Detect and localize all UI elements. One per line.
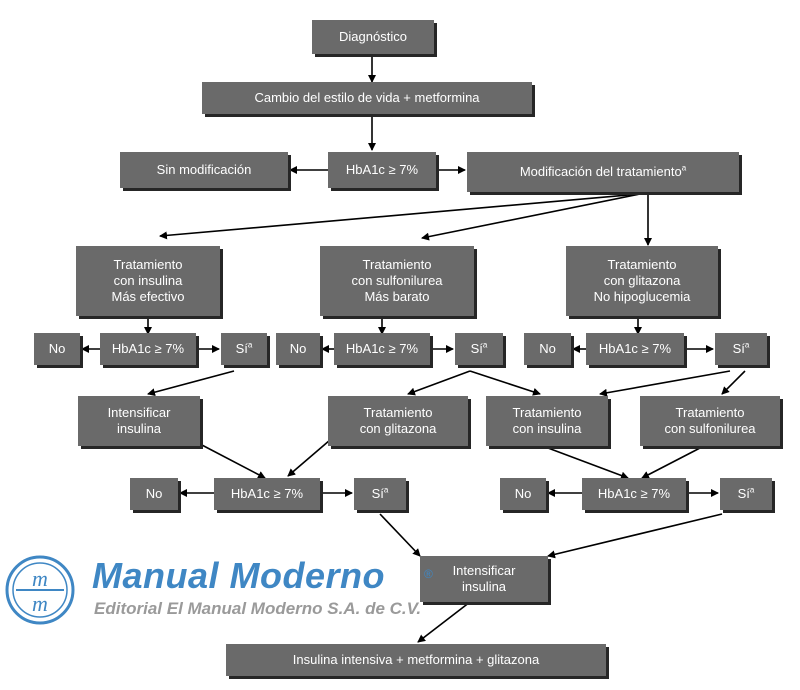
- node-si-left: Sía: [221, 333, 267, 365]
- arrow-intensificar-to-final: [417, 601, 471, 643]
- node-no-mid: No: [276, 333, 320, 365]
- arrow-si-mid-to-insulina: [469, 370, 541, 396]
- node-trat-con-insulina: Tratamiento con insulina: [486, 396, 608, 446]
- node-tratamiento-sulfonilurea: Tratamiento con sulfonilurea Más barato: [320, 246, 474, 316]
- svg-text:m: m: [32, 591, 48, 616]
- watermark-title: Manual Moderno: [92, 555, 385, 596]
- node-tratamiento-insulina: Tratamiento con insulina Más efectivo: [76, 246, 220, 316]
- arrow-sulfonilurea-to-hba1c-bottom-right: [641, 447, 701, 479]
- si-label: Sí: [235, 341, 248, 356]
- arrow-si-right-to-insulina: [599, 370, 731, 397]
- node-hba1c-right: HbA1c ≥ 7%: [586, 333, 684, 365]
- node-trat-con-glitazona: Tratamiento con glitazona: [328, 396, 468, 446]
- svg-text:m: m: [32, 566, 48, 591]
- node-trat-con-sulfonilurea: Tratamiento con sulfonilurea: [640, 396, 780, 446]
- footnote-mark: a: [247, 340, 253, 350]
- node-diagnostico: Diagnóstico: [312, 20, 434, 54]
- node-no-right: No: [524, 333, 571, 365]
- node-cambio-estilo: Cambio del estilo de vida + metformina: [202, 82, 532, 114]
- node-intensificar-insulina-lower: Intensificar insulina: [420, 556, 548, 602]
- arrow-si-mid-to-glitazona: [407, 370, 471, 396]
- arrow-si-right-to-sulfonilurea: [721, 370, 746, 395]
- registered-mark: ®: [424, 567, 433, 581]
- modificacion-label: Modificación del tratamiento: [519, 164, 682, 179]
- watermark-subtitle: Editorial El Manual Moderno S.A. de C.V.: [94, 599, 422, 618]
- si-label: Sí: [737, 486, 750, 501]
- node-modificacion-tratamiento: Modificación del tratamientoa: [467, 152, 739, 192]
- node-hba1c-bottom-left: HbA1c ≥ 7%: [214, 478, 320, 510]
- node-hba1c-left: HbA1c ≥ 7%: [100, 333, 196, 365]
- node-si-right: Sía: [715, 333, 767, 365]
- si-label: Sí: [470, 341, 483, 356]
- arrow-si-bl-to-intensificar: [379, 513, 421, 557]
- node-hba1c-mid: HbA1c ≥ 7%: [334, 333, 430, 365]
- footnote-mark: a: [744, 340, 750, 350]
- node-tratamiento-glitazona: Tratamiento con glitazona No hipoglucemi…: [566, 246, 718, 316]
- node-no-bottom-right: No: [500, 478, 546, 510]
- node-no-left: No: [34, 333, 80, 365]
- arrow-modificacion-to-insulina: [159, 193, 641, 240]
- arrow-insulina-to-hba1c-bottom-right: [547, 447, 629, 480]
- footnote-mark: a: [482, 340, 488, 350]
- footnote-mark: a: [383, 485, 389, 495]
- node-sin-modificacion: Sin modificación: [120, 152, 288, 188]
- arrow-intensificar-to-hba1c-bottom-left: [199, 443, 266, 479]
- publisher-watermark: m m Manual Moderno ® Editorial El Manual…: [2, 553, 472, 628]
- arrow-modificacion-to-sulfonilurea: [421, 193, 641, 241]
- si-label: Sí: [371, 486, 384, 501]
- node-hba1c-top: HbA1c ≥ 7%: [328, 152, 436, 188]
- node-si-bottom-right: Sía: [720, 478, 772, 510]
- node-si-mid: Sía: [455, 333, 503, 365]
- node-intensificar-insulina-upper: Intensificar insulina: [78, 396, 200, 446]
- si-label: Sí: [732, 341, 745, 356]
- node-no-bottom-left: No: [130, 478, 178, 510]
- arrow-si-br-to-intensificar: [547, 513, 723, 559]
- node-hba1c-bottom-right: HbA1c ≥ 7%: [582, 478, 686, 510]
- footnote-mark: a: [749, 485, 755, 495]
- publisher-logo: m m: [5, 555, 75, 625]
- footnote-mark: a: [681, 163, 687, 173]
- arrow-si-left-to-intensificar: [147, 370, 235, 397]
- node-final-regimen: Insulina intensiva + metformina + glitaz…: [226, 644, 606, 676]
- arrow-glitazona-to-hba1c-bottom-left: [287, 439, 331, 477]
- node-si-bottom-left: Sía: [354, 478, 406, 510]
